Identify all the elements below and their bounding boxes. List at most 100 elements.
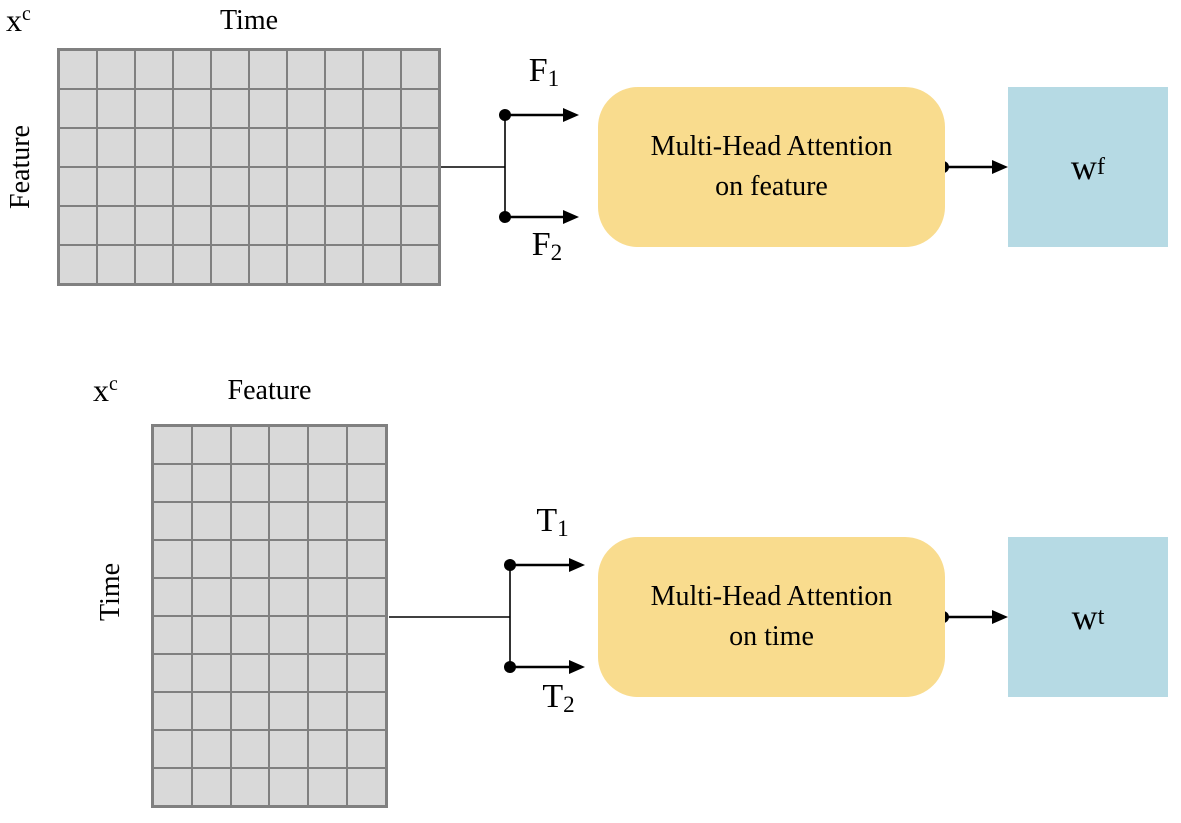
- time-axis-label-top: Time: [219, 5, 279, 36]
- matrix-cell: [230, 578, 270, 616]
- matrix-cell: [325, 167, 363, 206]
- matrix-cell: [211, 128, 249, 167]
- matrix-cell: [191, 616, 231, 654]
- matrix-cell: [287, 206, 325, 245]
- matrix-cell: [325, 245, 363, 284]
- matrix-cell: [153, 654, 192, 692]
- matrix-cell: [347, 464, 386, 502]
- matrix-cell: [269, 540, 309, 578]
- matrix-cell: [308, 540, 348, 578]
- matrix-cell: [97, 245, 135, 284]
- t1-label-subscript: 1: [557, 516, 569, 543]
- time-split-node-top: [504, 559, 516, 571]
- feature-split-node-top: [499, 109, 511, 121]
- matrix-cell: [308, 654, 348, 692]
- input-matrix-time-branch: [151, 424, 388, 808]
- f2-label-subscript: 2: [550, 240, 563, 267]
- matrix-symbol-base: x: [6, 2, 22, 38]
- input-matrix-feature-branch: [57, 48, 441, 286]
- matrix-cell: [191, 502, 231, 540]
- matrix-symbol-superscript: c: [109, 373, 118, 396]
- matrix-cell: [401, 167, 439, 206]
- matrix-cell: [347, 654, 386, 692]
- matrix-cell: [325, 128, 363, 167]
- matrix-cell: [211, 50, 249, 89]
- matrix-cell: [269, 768, 309, 806]
- matrix-cell: [249, 167, 287, 206]
- f2-label: F2: [510, 228, 584, 265]
- matrix-cell: [230, 540, 270, 578]
- matrix-cell: [249, 245, 287, 284]
- matrix-cell: [135, 128, 173, 167]
- t1-label: T1: [515, 504, 590, 541]
- t2-label: T2: [520, 680, 597, 717]
- t1-label-base: T: [536, 502, 558, 539]
- matrix-cell: [347, 616, 386, 654]
- matrix-cell: [308, 768, 348, 806]
- matrix-cell: [287, 245, 325, 284]
- matrix-cell: [191, 578, 231, 616]
- matrix-cell: [153, 426, 192, 464]
- matrix-cell: [59, 50, 97, 89]
- matrix-cell: [363, 206, 401, 245]
- matrix-cell: [308, 464, 348, 502]
- matrix-cell: [135, 89, 173, 128]
- matrix-cell: [308, 502, 348, 540]
- multi-head-attention-time-box: Multi-Head Attention on time: [598, 537, 945, 697]
- matrix-cell: [363, 128, 401, 167]
- t2-arrowhead: [569, 660, 585, 674]
- matrix-cell: [97, 89, 135, 128]
- matrix-cell: [308, 692, 348, 730]
- matrix-cell: [249, 50, 287, 89]
- input-matrix-symbol-top: xc: [6, 4, 31, 36]
- time-axis-label-wrap-bottom: Time: [90, 400, 132, 784]
- matrix-cell: [191, 768, 231, 806]
- matrix-symbol-base: x: [93, 372, 109, 408]
- matrix-cell: [191, 730, 231, 768]
- matrix-cell: [363, 167, 401, 206]
- matrix-cell: [347, 692, 386, 730]
- feature-axis-label-top: Feature: [5, 125, 36, 209]
- wt-arrowhead: [992, 610, 1008, 624]
- matrix-cell: [135, 245, 173, 284]
- matrix-cell: [153, 616, 192, 654]
- matrix-cell: [97, 167, 135, 206]
- matrix-cell: [401, 89, 439, 128]
- t2-label-base: T: [542, 678, 564, 715]
- f1-label: F1: [508, 54, 580, 91]
- time-split-node-bottom: [504, 661, 516, 673]
- multi-head-attention-feature-box: Multi-Head Attention on feature: [598, 87, 945, 247]
- attention-feature-line1: Multi-Head Attention: [650, 131, 893, 162]
- t1-arrowhead: [569, 558, 585, 572]
- matrix-cell: [230, 654, 270, 692]
- matrix-cell: [325, 50, 363, 89]
- matrix-cell: [347, 578, 386, 616]
- matrix-cell: [97, 206, 135, 245]
- matrix-cell: [308, 578, 348, 616]
- matrix-cell: [59, 128, 97, 167]
- wf-label-base: w: [1070, 147, 1097, 187]
- wt-label-subscript: t: [1097, 602, 1105, 630]
- matrix-cell: [347, 502, 386, 540]
- matrix-cell: [191, 464, 231, 502]
- matrix-cell: [347, 730, 386, 768]
- matrix-cell: [153, 464, 192, 502]
- wt-label-base: w: [1071, 597, 1098, 637]
- matrix-cell: [135, 50, 173, 89]
- input-matrix-symbol-bottom: xc: [93, 374, 118, 406]
- matrix-cell: [173, 128, 211, 167]
- matrix-cell: [401, 128, 439, 167]
- matrix-cell: [191, 654, 231, 692]
- matrix-cell: [269, 578, 309, 616]
- matrix-cell: [153, 540, 192, 578]
- matrix-cell: [308, 616, 348, 654]
- matrix-cell: [269, 502, 309, 540]
- matrix-cell: [191, 426, 231, 464]
- matrix-cell: [401, 50, 439, 89]
- f2-label-base: F: [531, 226, 551, 263]
- matrix-cell: [135, 167, 173, 206]
- matrix-cell: [191, 692, 231, 730]
- wf-label-subscript: f: [1096, 152, 1106, 180]
